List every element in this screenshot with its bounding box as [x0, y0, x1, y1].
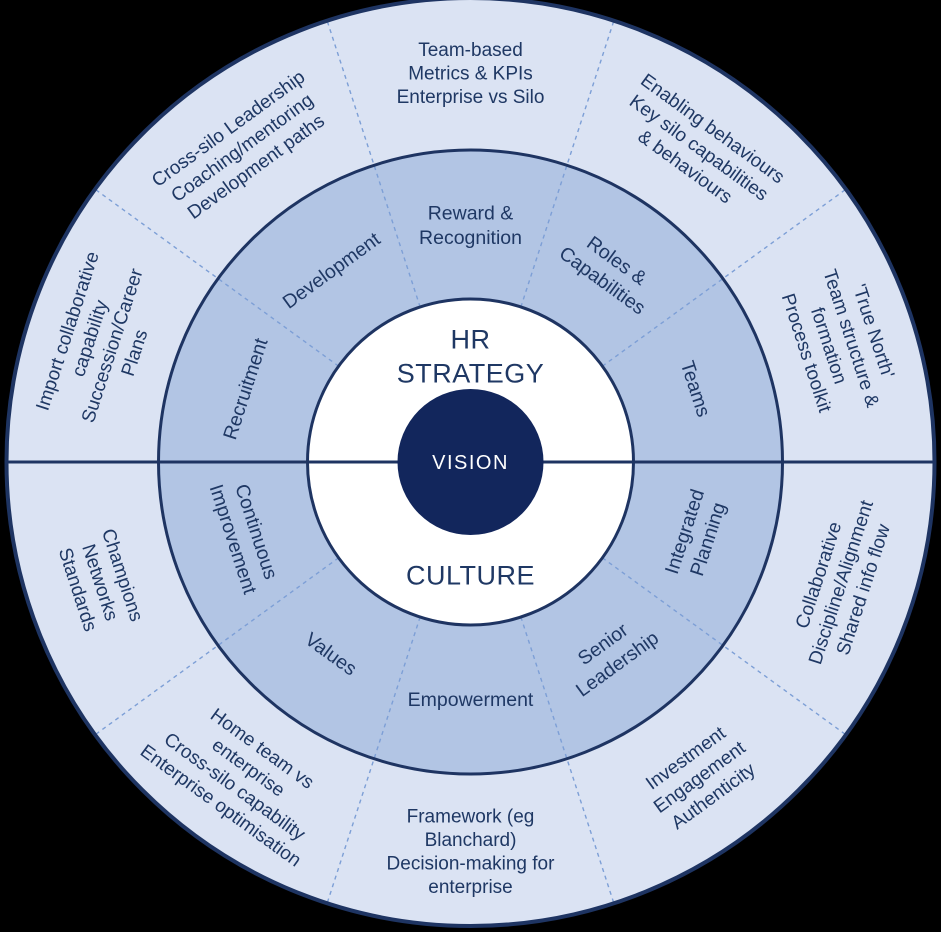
vision-circle: [397, 389, 544, 535]
segment-divider-line: [601, 557, 846, 735]
segment-divider-line: [520, 616, 615, 903]
segment-divider-line: [95, 189, 340, 367]
middle-ring-label: Reward &Recognition: [419, 203, 522, 250]
segment-divider-line: [520, 21, 615, 308]
vision-label: VISION: [432, 452, 509, 474]
middle-ring-label: Empowerment: [408, 689, 534, 711]
outer-border-circle: [4, 0, 937, 928]
segment-divider-line: [601, 189, 846, 367]
segment-divider-line: [326, 21, 421, 308]
segment-divider-line: [95, 557, 340, 735]
segment-divider-line: [326, 616, 421, 903]
culture-label: CULTURE: [406, 560, 535, 590]
segment-dividers: [95, 21, 846, 903]
